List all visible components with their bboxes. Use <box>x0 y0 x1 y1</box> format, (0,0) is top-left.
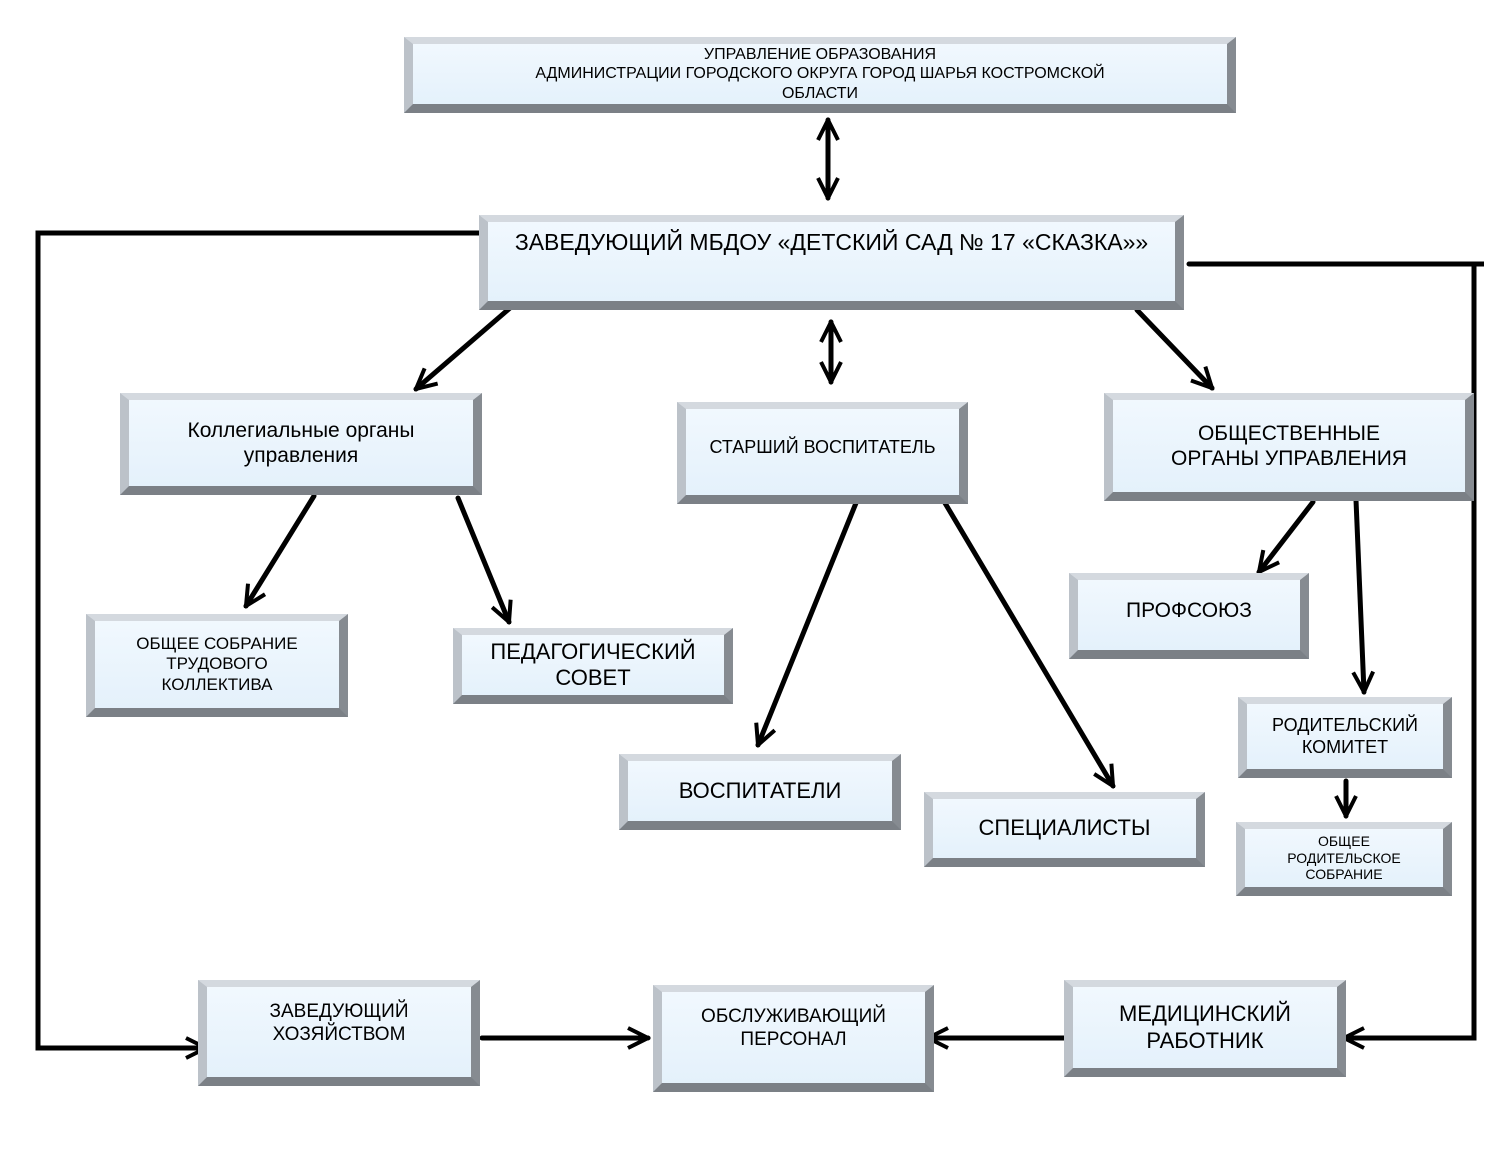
arrow-senior-educators <box>758 500 859 745</box>
node-medical-worker: МЕДИЦИНСКИЙ РАБОТНИК <box>1064 980 1346 1077</box>
node-medical-worker-line-1: МЕДИЦИНСКИЙ <box>1118 1001 1291 1027</box>
arrow-head-housekeeping <box>35 230 482 1048</box>
node-parent-meeting: ОБЩЕЕ РОДИТЕЛЬСКОЕ СОБРАНИЕ <box>1236 822 1452 896</box>
node-senior-educator: СТАРШИЙ ВОСПИТАТЕЛЬ <box>677 402 968 504</box>
arrow-head-public <box>1134 307 1212 388</box>
node-specialists: СПЕЦИАЛИСТЫ <box>924 792 1205 867</box>
arrow-collegial-council <box>455 495 509 622</box>
node-education-department-line-1: УПРАВЛЕНИЕ ОБРАЗОВАНИЯ <box>703 46 937 64</box>
node-parent-meeting-line-1: ОБЩЕЕ <box>1318 832 1370 849</box>
node-housekeeping-head-line-1: ЗАВЕДУЮЩИЙ <box>269 1001 409 1022</box>
node-public-bodies: ОБЩЕСТВЕННЫЕ ОРГАНЫ УПРАВЛЕНИЯ <box>1104 393 1474 501</box>
node-parent-committee-line-1: РОДИТЕЛЬСКИЙ <box>1272 714 1418 735</box>
arrow-senior-specialists <box>939 495 1116 786</box>
node-educators: ВОСПИТАТЕЛИ <box>619 754 901 830</box>
node-general-meeting-line-2: ТРУДОВОГО <box>166 654 268 674</box>
node-education-department-line-2: АДМИНИСТРАЦИИ ГОРОДСКОГО ОКРУГА ГОРОД ША… <box>535 65 1105 83</box>
node-specialists-label: СПЕЦИАЛИСТЫ <box>978 815 1151 841</box>
node-head-label: ЗАВЕДУЮЩИЙ МБДОУ «ДЕТСКИЙ САД № 17 «СКАЗ… <box>514 229 1149 255</box>
node-collegial-bodies-line-1: Коллегиальные органы <box>187 418 415 442</box>
node-parent-committee-line-2: КОМИТЕТ <box>1301 736 1389 757</box>
node-housekeeping-head-line-2: ХОЗЯЙСТВОМ <box>272 1023 406 1045</box>
node-service-staff-line-1: ОБСЛУЖИВАЮЩИЙ <box>701 1006 886 1027</box>
node-parent-committee: РОДИТЕЛЬСКИЙ КОМИТЕТ <box>1238 697 1452 778</box>
arrow-public-parents <box>1356 497 1364 692</box>
node-pedagogical-council: ПЕДАГОГИЧЕСКИЙ СОВЕТ <box>453 628 733 704</box>
arrow-collegial-meeting <box>243 493 317 606</box>
node-head: ЗАВЕДУЮЩИЙ МБДОУ «ДЕТСКИЙ САД № 17 «СКАЗ… <box>479 215 1184 310</box>
node-parent-meeting-line-3: СОБРАНИЕ <box>1305 866 1383 883</box>
node-service-staff: ОБСЛУЖИВАЮЩИЙ ПЕРСОНАЛ <box>653 985 934 1092</box>
node-education-department-line-3: ОБЛАСТИ <box>781 84 859 102</box>
arrow-head-collegial <box>416 305 513 389</box>
node-public-bodies-line-1: ОБЩЕСТВЕННЫЕ <box>1197 421 1381 445</box>
node-pedagogical-council-line-1: ПЕДАГОГИЧЕСКИЙ <box>490 638 696 664</box>
node-general-meeting-line-3: КОЛЛЕКТИВА <box>161 674 273 694</box>
node-senior-educator-label: СТАРШИЙ ВОСПИТАТЕЛЬ <box>709 437 936 457</box>
node-pedagogical-council-line-2: СОВЕТ <box>555 665 631 690</box>
arrow-public-union <box>1259 499 1316 572</box>
node-housekeeping-head: ЗАВЕДУЮЩИЙ ХОЗЯЙСТВОМ <box>198 980 480 1086</box>
node-public-bodies-line-2: ОРГАНЫ УПРАВЛЕНИЯ <box>1171 447 1407 470</box>
node-education-department: УПРАВЛЕНИЕ ОБРАЗОВАНИЯ АДМИНИСТРАЦИИ ГОР… <box>404 37 1236 113</box>
node-general-meeting-line-1: ОБЩЕЕ СОБРАНИЕ <box>136 633 298 653</box>
node-service-staff-line-2: ПЕРСОНАЛ <box>740 1028 847 1050</box>
node-trade-union: ПРОФСОЮЗ <box>1069 573 1309 659</box>
node-trade-union-label: ПРОФСОЮЗ <box>1126 599 1252 622</box>
arrow-head-medical <box>1186 261 1484 1038</box>
node-collegial-bodies-line-2: управления <box>243 444 359 467</box>
node-educators-label: ВОСПИТАТЕЛИ <box>678 777 842 803</box>
node-medical-worker-line-2: РАБОТНИК <box>1146 1027 1264 1053</box>
node-parent-meeting-line-2: РОДИТЕЛЬСКОЕ <box>1287 849 1401 866</box>
node-general-meeting: ОБЩЕЕ СОБРАНИЕ ТРУДОВОГО КОЛЛЕКТИВА <box>86 614 348 717</box>
node-collegial-bodies: Коллегиальные органы управления <box>120 393 482 495</box>
